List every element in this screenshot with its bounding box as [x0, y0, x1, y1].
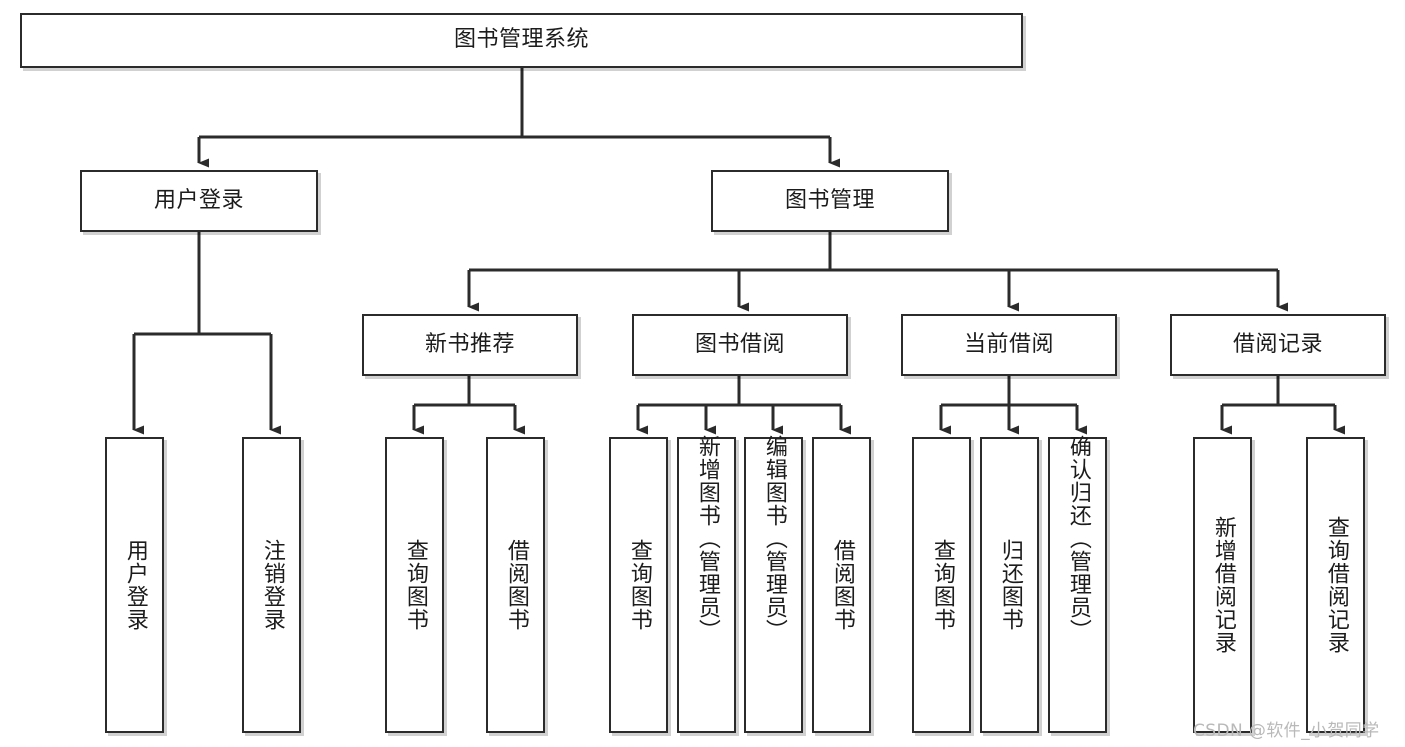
node-book-borrow-label: 图书借阅 — [694, 331, 785, 357]
leaf-user-login[interactable]: 用户登录 — [105, 437, 164, 733]
leaf-confirm-return[interactable]: 确认归还（管理员） — [1048, 435, 1107, 733]
node-book-manage[interactable]: 图书管理 — [711, 170, 949, 232]
leaf-add-record-label: 新增借阅记录 — [1210, 516, 1236, 654]
leaf-add-record[interactable]: 新增借阅记录 — [1193, 437, 1252, 733]
leaf-borrow-book-1[interactable]: 借阅图书 — [486, 437, 545, 733]
node-new-book-recommend-label: 新书推荐 — [424, 331, 515, 357]
node-root[interactable]: 图书管理系统 — [20, 13, 1023, 68]
node-current-borrow[interactable]: 当前借阅 — [901, 314, 1117, 376]
node-user-login[interactable]: 用户登录 — [80, 170, 318, 232]
leaf-add-book[interactable]: 新增图书（管理员） — [677, 435, 736, 733]
node-current-borrow-label: 当前借阅 — [963, 331, 1054, 357]
leaf-query-record[interactable]: 查询借阅记录 — [1306, 437, 1365, 733]
node-book-manage-label: 图书管理 — [784, 187, 875, 213]
leaf-borrow-book-2-label: 借阅图书 — [829, 539, 855, 631]
leaf-confirm-return-label: 确认归还（管理员） — [1065, 435, 1091, 642]
leaf-return-book[interactable]: 归还图书 — [980, 437, 1039, 733]
node-book-borrow[interactable]: 图书借阅 — [632, 314, 848, 376]
leaf-return-book-label: 归还图书 — [997, 539, 1023, 631]
leaf-query-book-1-label: 查询图书 — [402, 539, 428, 631]
leaf-query-book-2-label: 查询图书 — [626, 539, 652, 631]
leaf-query-book-3[interactable]: 查询图书 — [912, 437, 971, 733]
leaf-borrow-book-2[interactable]: 借阅图书 — [812, 437, 871, 733]
node-user-login-label: 用户登录 — [153, 187, 244, 213]
leaf-query-book-3-label: 查询图书 — [929, 539, 955, 631]
node-borrow-record[interactable]: 借阅记录 — [1170, 314, 1386, 376]
leaf-logout[interactable]: 注销登录 — [242, 437, 301, 733]
node-new-book-recommend[interactable]: 新书推荐 — [362, 314, 578, 376]
leaf-logout-label: 注销登录 — [259, 539, 285, 631]
leaf-query-book-2[interactable]: 查询图书 — [609, 437, 668, 733]
node-root-label: 图书管理系统 — [453, 27, 589, 53]
leaf-user-login-label: 用户登录 — [122, 539, 148, 631]
leaf-query-book-1[interactable]: 查询图书 — [385, 437, 444, 733]
leaf-add-book-label: 新增图书（管理员） — [694, 435, 720, 642]
leaf-edit-book[interactable]: 编辑图书（管理员） — [744, 435, 803, 733]
leaf-edit-book-label: 编辑图书（管理员） — [761, 435, 787, 642]
leaf-query-record-label: 查询借阅记录 — [1323, 516, 1349, 654]
leaf-borrow-book-1-label: 借阅图书 — [503, 539, 529, 631]
node-borrow-record-label: 借阅记录 — [1232, 331, 1323, 357]
